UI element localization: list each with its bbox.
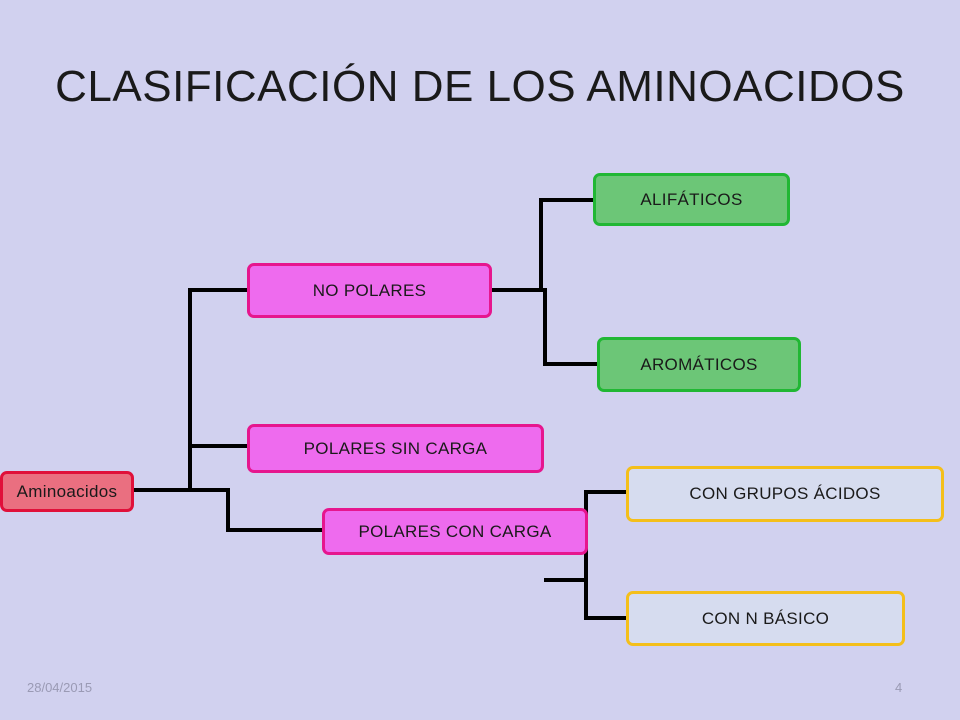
node-con-n-basico: CON N BÁSICO [626,591,905,646]
node-polares-sin-carga: POLARES SIN CARGA [247,424,544,473]
node-con-grupos-acidos: CON GRUPOS ÁCIDOS [626,466,944,522]
connector-con-carga [226,488,325,532]
node-polares-con-carga: POLARES CON CARGA [322,508,588,555]
footer-date: 28/04/2015 [27,680,93,695]
slide-title: CLASIFICACIÓN DE LOS AMINOACIDOS [55,62,905,111]
node-no-polares: NO POLARES [247,263,492,318]
connector-aromaticos [543,288,600,366]
node-aminoacidos: Aminoacidos [0,471,134,512]
node-alifaticos: ALIFÁTICOS [593,173,790,226]
page-number: 4 [895,680,903,695]
node-aromaticos: AROMÁTICOS [597,337,801,392]
